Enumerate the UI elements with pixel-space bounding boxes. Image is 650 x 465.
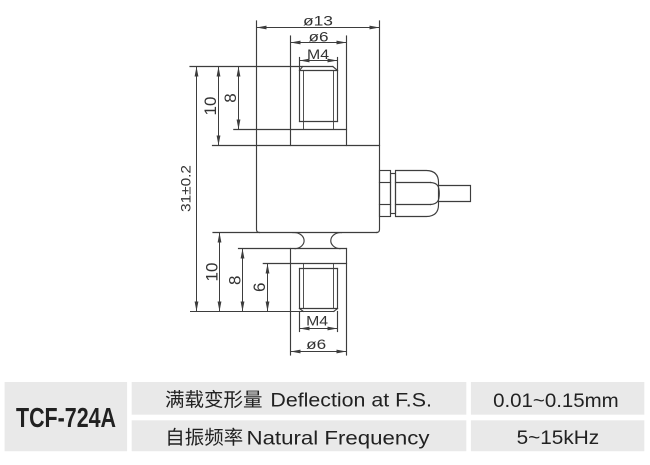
svg-text:8: 8 bbox=[221, 93, 240, 102]
svg-text:Natural Frequency: Natural Frequency bbox=[247, 427, 430, 449]
svg-text:6: 6 bbox=[250, 283, 269, 292]
svg-text:ø13: ø13 bbox=[303, 14, 333, 29]
svg-text:ø6: ø6 bbox=[309, 30, 329, 45]
svg-text:5~15kHz: 5~15kHz bbox=[517, 427, 600, 449]
svg-text:10: 10 bbox=[202, 263, 221, 282]
svg-text:0.01~0.15mm: 0.01~0.15mm bbox=[493, 390, 619, 412]
svg-text:M4: M4 bbox=[306, 314, 328, 329]
svg-text:10: 10 bbox=[201, 97, 220, 116]
svg-text:31±0.2: 31±0.2 bbox=[178, 165, 193, 212]
svg-text:ø6: ø6 bbox=[306, 337, 326, 352]
svg-text:Deflection at F.S.: Deflection at F.S. bbox=[270, 389, 432, 411]
svg-text:TCF-724A: TCF-724A bbox=[16, 402, 116, 433]
svg-text:8: 8 bbox=[225, 276, 244, 285]
svg-text:M4: M4 bbox=[307, 47, 329, 62]
